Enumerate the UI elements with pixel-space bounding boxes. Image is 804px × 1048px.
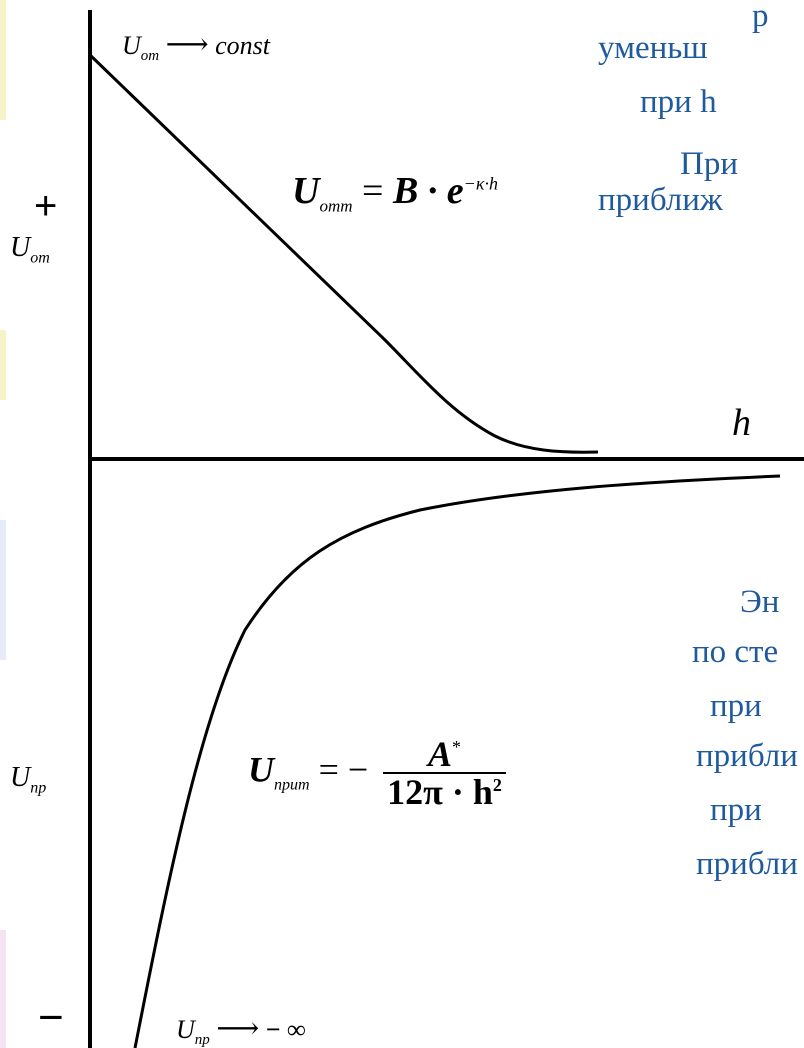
bottom-limit-annotation: Uпр ⟶ − ∞ [176,1012,306,1048]
side-text-3: При [680,146,738,182]
attraction-formula: Uприт = − A* 12π · h2 [248,736,506,810]
top-limit-annotation: Uот ⟶ const [122,28,271,65]
edge-strip-mid2 [0,520,6,660]
side-text-7: при [710,688,762,724]
edge-strip-mid [0,330,6,400]
side-text-6: по сте [692,634,779,670]
side-text-1: уменьш [598,30,708,66]
attraction-fraction: A* 12π · h2 [383,736,506,810]
y-axis-label-lower: Uпр [10,762,47,797]
edge-strip-top [0,0,6,120]
side-text-8: прибли [696,738,798,774]
side-text-9: при [710,792,762,828]
side-text-10: прибли [696,846,798,882]
x-axis-label: h [732,402,751,444]
side-text-4: приближ [598,182,723,218]
attraction-curve [133,474,781,1048]
side-text-0: р [752,0,769,34]
minus-sign: − [38,993,64,1042]
side-text-2: при h [640,84,717,120]
edge-strip-bottom [0,930,6,1048]
plus-sign: + [34,184,58,228]
repulsion-curve [88,53,599,454]
side-text-5: Эн [740,584,780,620]
y-axis-label-upper: Uот [10,232,50,267]
repulsion-formula: Uотт = B · e−κ·h [292,170,498,216]
